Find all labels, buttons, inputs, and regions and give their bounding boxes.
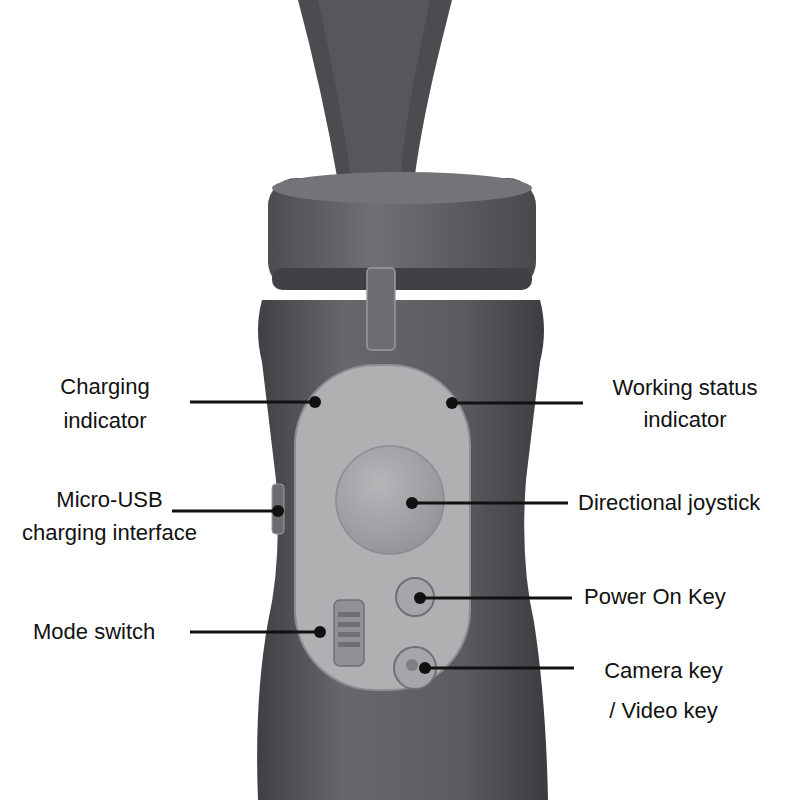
leader-line	[428, 667, 574, 670]
motor-top	[272, 172, 532, 204]
part-label: Camera key / Video key	[600, 651, 727, 731]
switch-ridge	[338, 622, 360, 627]
mode-switch	[334, 600, 364, 666]
handle-body	[257, 300, 548, 800]
switch-ridge	[338, 642, 360, 647]
joystick	[336, 446, 444, 554]
leader-line	[190, 631, 317, 634]
part-label: Working status indicator	[600, 372, 770, 436]
leader-lines	[172, 402, 583, 668]
camera-button-center	[406, 659, 418, 671]
leader-line	[415, 502, 568, 505]
switch-ridge	[338, 632, 360, 637]
part-label: Mode switch	[33, 619, 183, 645]
leader-line	[190, 401, 312, 404]
lock-clip	[367, 268, 395, 350]
part-label: Power On Key	[584, 584, 784, 610]
usb-port	[272, 484, 284, 534]
part-label: Micro-USB charging interface	[17, 483, 202, 549]
leader-line	[423, 597, 572, 600]
control-panel	[295, 365, 470, 690]
part-label: Directional joystick	[578, 490, 793, 516]
part-label: Charging indicator	[40, 370, 170, 438]
leader-line	[455, 402, 583, 405]
gimbal-arm	[298, 0, 452, 182]
arm-face	[318, 0, 430, 182]
switch-ridge	[338, 612, 360, 617]
leader-line	[172, 510, 275, 513]
motor-base	[272, 268, 532, 290]
